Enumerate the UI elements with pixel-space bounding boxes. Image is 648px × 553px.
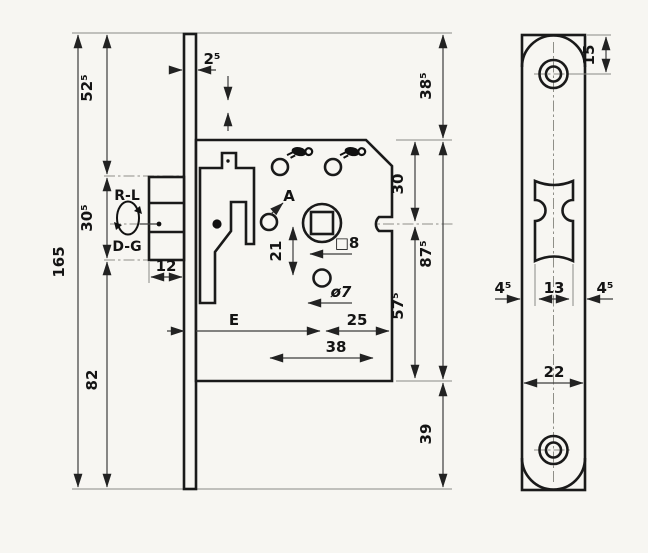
handing-label-top: R-L (114, 188, 140, 204)
dim-plate-width: 22 (523, 363, 584, 388)
svg-text:82: 82 (83, 370, 101, 391)
dim-axis-to-case-edge: 25 (325, 311, 390, 336)
dim-top-to-latch: 52⁵ (78, 34, 112, 175)
dim-case-height: 87⁵ (417, 141, 448, 380)
latch-mechanism-outline (198, 151, 256, 305)
svg-text:25: 25 (347, 311, 368, 329)
svg-text:13: 13 (544, 279, 565, 297)
lock-case-outline (194, 138, 394, 383)
follower-circle (301, 202, 343, 244)
dim-square-spindle: □8 (309, 234, 360, 259)
cylinder-hole (312, 268, 332, 288)
svg-text:12: 12 (156, 257, 177, 275)
screw-hole-bottom (538, 434, 569, 466)
svg-text:30: 30 (389, 174, 407, 195)
dim-plate-top-to-screw: 15 (570, 34, 611, 75)
svg-text:15: 15 (580, 45, 598, 66)
dim-latch-to-bottom: 82 (83, 261, 112, 488)
key-icon (339, 147, 367, 159)
svg-text:39: 39 (417, 424, 435, 445)
reversible-latch-symbol (114, 200, 162, 236)
point-a-label: A (283, 187, 295, 205)
svg-text:22: 22 (544, 363, 565, 381)
dim-latch-protrusion: 12 (150, 257, 183, 282)
svg-text:38: 38 (326, 338, 347, 356)
hole-a (259, 212, 279, 232)
svg-text:38⁵: 38⁵ (417, 72, 435, 99)
faceplate-side-view (182, 32, 198, 491)
svg-text:4⁵: 4⁵ (596, 279, 613, 297)
dim-total-height: 165 (50, 34, 83, 488)
dim-case-top-to-axis: 30 (389, 141, 420, 222)
svg-text:ø7: ø7 (330, 283, 352, 301)
dim-latch-height: 30⁵ (78, 177, 112, 259)
svg-text:E: E (229, 311, 239, 329)
dim-cutout-margins: 4⁵ 13 4⁵ (494, 264, 614, 306)
faceplate-front-view (520, 33, 587, 492)
svg-text:21: 21 (267, 241, 285, 262)
square-spindle-hole (309, 210, 335, 236)
svg-text:4⁵: 4⁵ (494, 279, 511, 297)
svg-text:□8: □8 (335, 234, 360, 252)
latch-cutout (533, 179, 575, 264)
svg-text:30⁵: 30⁵ (78, 204, 96, 231)
dim-follower-to-cylinder: 21 (267, 226, 298, 276)
fixing-hole-left (270, 157, 290, 177)
dim-top-to-case: 38⁵ (417, 34, 448, 139)
svg-text:52⁵: 52⁵ (78, 74, 96, 101)
dim-case-bottom-to-end: 39 (417, 382, 448, 488)
dim-cylinder-hole: ø7 (307, 283, 352, 308)
pivot-dot (212, 219, 222, 229)
dim-hole-span: 38 (269, 338, 374, 363)
screw-hole-top (538, 58, 569, 90)
latch-bolt (147, 175, 186, 262)
svg-text:2⁵: 2⁵ (203, 50, 220, 68)
fixing-hole-right (323, 157, 343, 177)
a-leader-arrow (270, 202, 284, 216)
dim-faceplate-thickness: 2⁵ (168, 50, 221, 75)
dim-axis-to-case-bottom: 57⁵ (389, 226, 420, 379)
svg-text:87⁵: 87⁵ (417, 240, 435, 267)
svg-text:57⁵: 57⁵ (389, 292, 407, 319)
svg-text:165: 165 (50, 246, 68, 277)
tab-dot (226, 159, 230, 163)
key-icon (286, 147, 314, 159)
dim-backset-e: E (167, 311, 321, 336)
handing-label-bottom: D-G (112, 239, 141, 255)
